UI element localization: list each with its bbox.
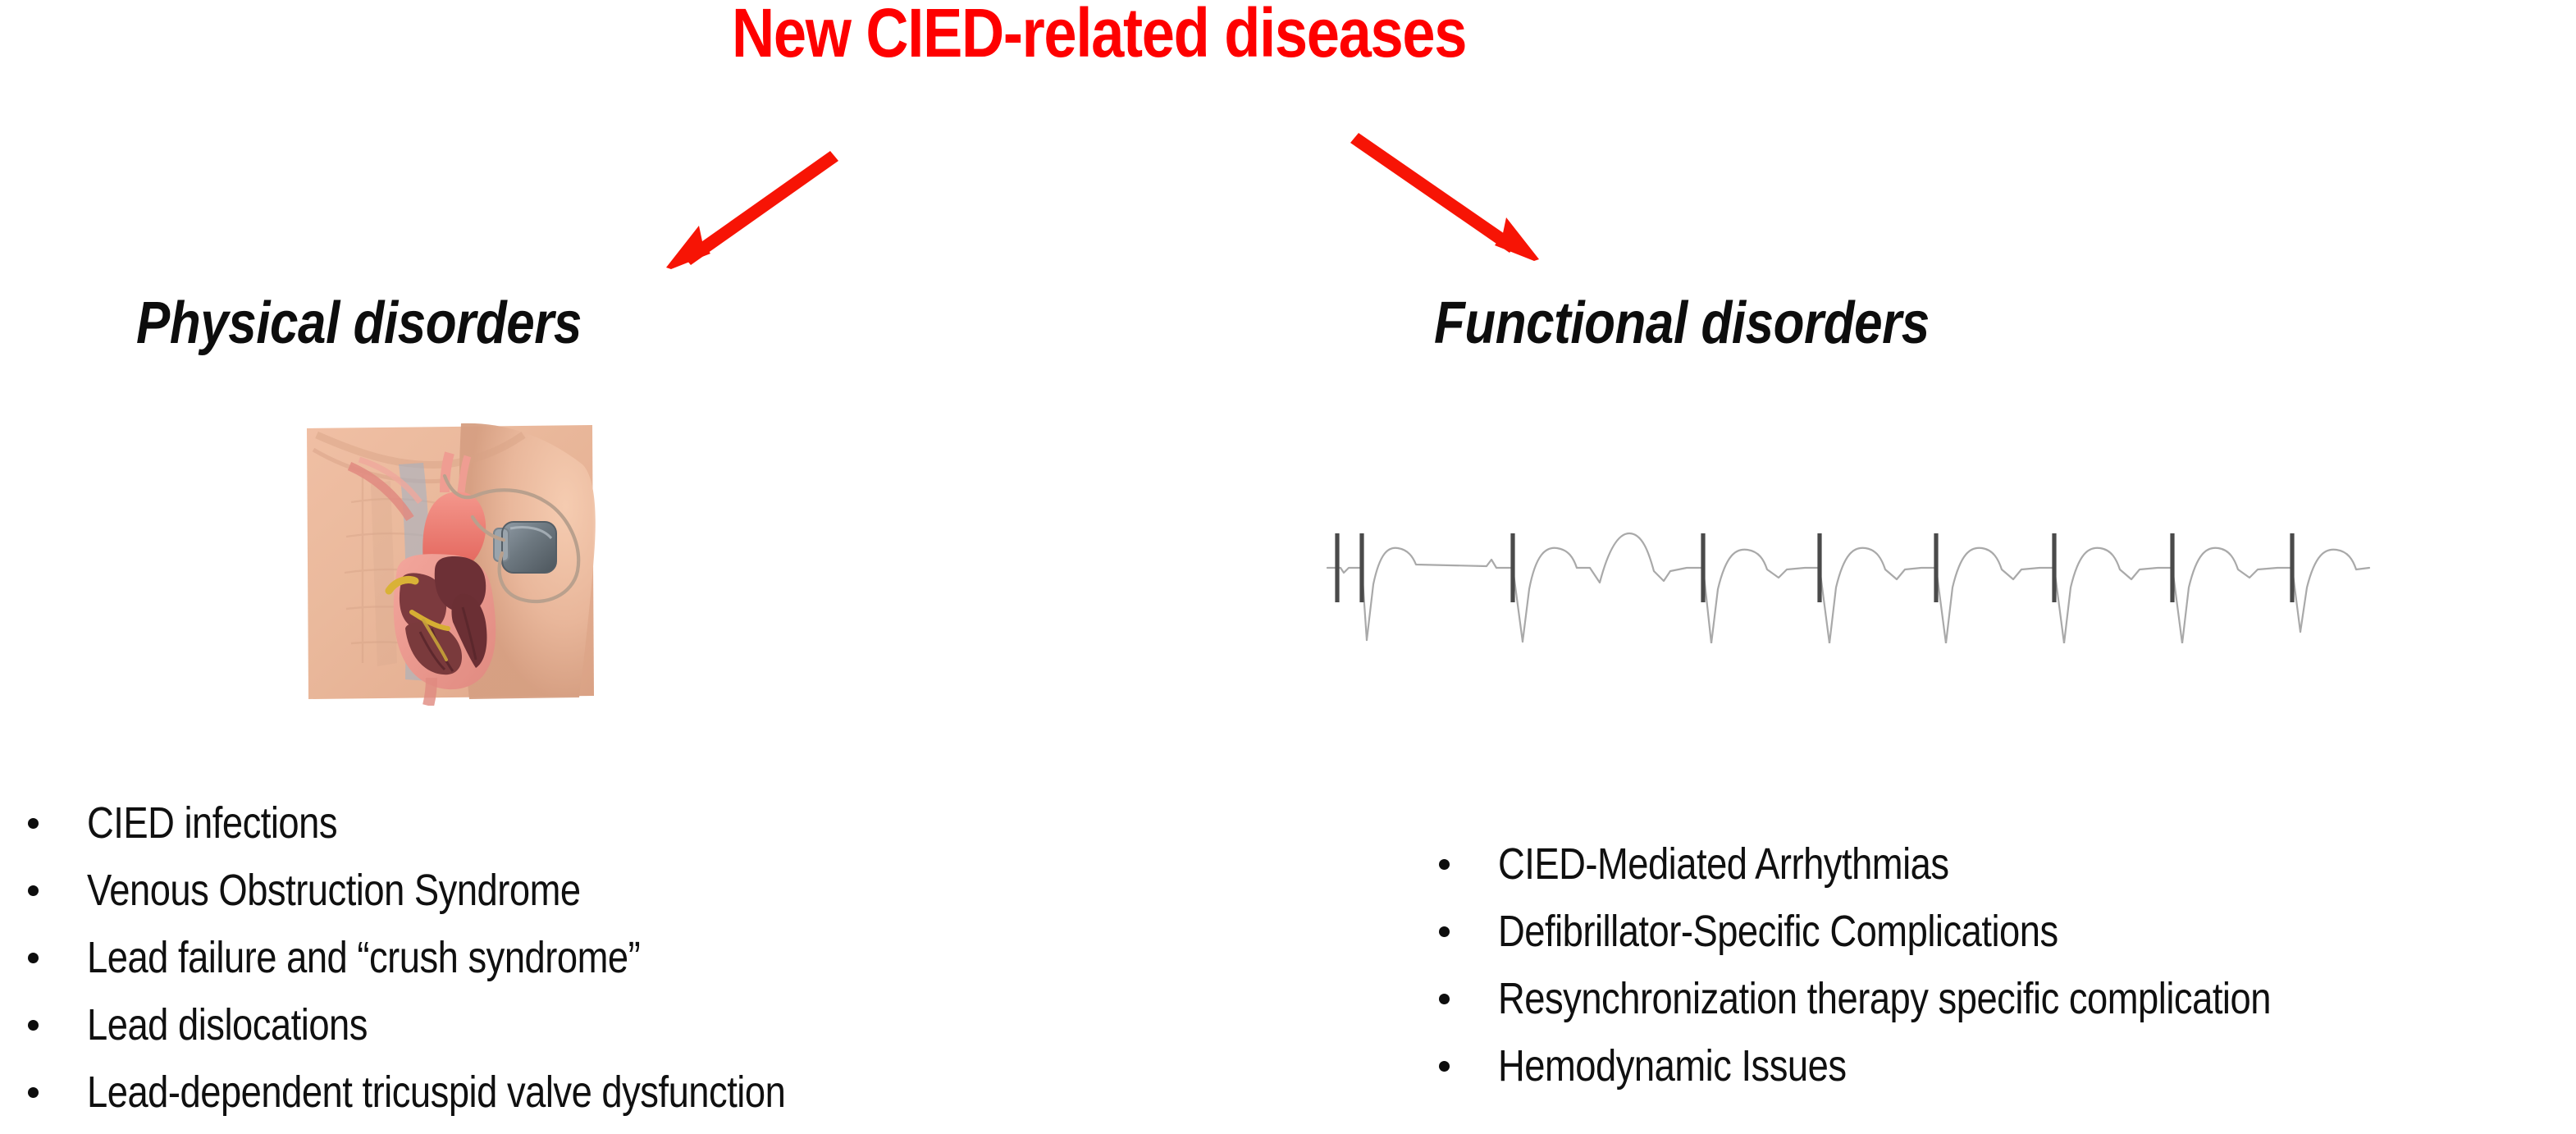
list-item[interactable]: Hemodynamic Issues: [1426, 1032, 2574, 1100]
section-heading-physical: Physical disorders: [136, 290, 582, 356]
list-item-label: Venous Obstruction Syndrome: [87, 866, 581, 915]
bullet-dot-icon: [28, 1020, 39, 1031]
bullet-list-functional-disorders: CIED-Mediated Arrhythmias Defibrillator-…: [1426, 830, 2574, 1100]
list-item[interactable]: CIED-Mediated Arrhythmias: [1426, 830, 2574, 898]
paced-ecg-strip-image: [1322, 486, 2373, 643]
list-item[interactable]: Resynchronization therapy specific compl…: [1426, 965, 2574, 1032]
bullet-dot-icon: [1439, 859, 1450, 870]
list-item-label: CIED infections: [87, 798, 338, 848]
list-item-label: Lead-dependent tricuspid valve dysfuncti…: [87, 1068, 786, 1117]
bullet-dot-icon: [28, 1087, 39, 1098]
list-item[interactable]: CIED infections: [15, 789, 1295, 857]
bullet-dot-icon: [1439, 994, 1450, 1004]
list-item-label: Resynchronization therapy specific compl…: [1498, 974, 2271, 1023]
bullet-list-physical-disorders: CIED infections Venous Obstruction Syndr…: [15, 789, 1295, 1126]
arrow-to-physical-disorders: [623, 115, 886, 304]
list-item-label: Defibrillator-Specific Complications: [1498, 907, 2058, 956]
bullet-dot-icon: [28, 885, 39, 896]
page-title: New CIED-related diseases: [731, 0, 1468, 71]
bullet-dot-icon: [28, 818, 39, 829]
list-item[interactable]: Lead dislocations: [15, 991, 1295, 1059]
bullet-dot-icon: [1439, 1061, 1450, 1072]
list-item[interactable]: Lead failure and “crush syndrome”: [15, 924, 1295, 991]
list-item[interactable]: Venous Obstruction Syndrome: [15, 857, 1295, 924]
list-item-label: Lead dislocations: [87, 1000, 368, 1049]
section-heading-functional: Functional disorders: [1434, 290, 1930, 356]
list-item-label: Hemodynamic Issues: [1498, 1041, 1847, 1091]
list-item-label: Lead failure and “crush syndrome”: [87, 933, 641, 982]
list-item-label: CIED-Mediated Arrhythmias: [1498, 839, 1949, 889]
arrow-to-functional-disorders: [1313, 115, 1583, 304]
list-item[interactable]: Lead-dependent tricuspid valve dysfuncti…: [15, 1059, 1295, 1126]
bullet-dot-icon: [1439, 926, 1450, 937]
heart-with-pacemaker-image: [300, 417, 599, 706]
list-item[interactable]: Defibrillator-Specific Complications: [1426, 898, 2574, 965]
bullet-dot-icon: [28, 953, 39, 963]
